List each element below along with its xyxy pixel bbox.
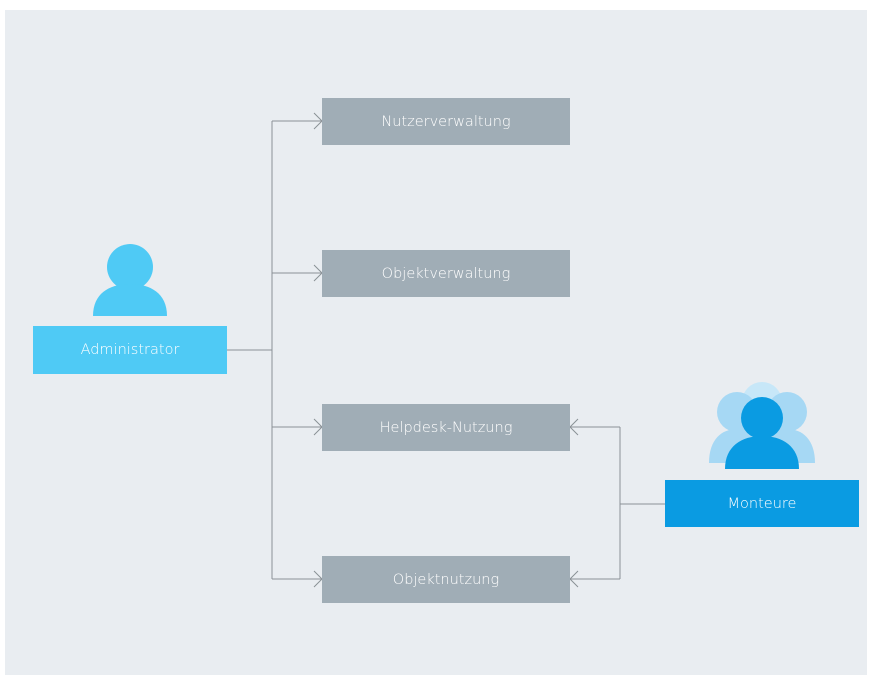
arrowhead-helpdesk-monteure <box>569 418 579 436</box>
actor-administrator: Administrator <box>33 326 227 374</box>
feature-label: Objektnutzung <box>392 571 500 588</box>
feature-label: Helpdesk-Nutzung <box>379 419 513 436</box>
admin-user-icon <box>93 244 167 316</box>
feature-objektnutzung: Objektnutzung <box>322 556 570 603</box>
actor-label: Monteure <box>727 495 797 512</box>
feature-helpdesk-nutzung: Helpdesk-Nutzung <box>322 404 570 451</box>
arrowhead-objektnutzung-monteure <box>569 570 579 588</box>
actor-label: Administrator <box>80 342 180 358</box>
feature-label: Nutzerverwaltung <box>381 113 511 130</box>
feature-nutzerverwaltung: Nutzerverwaltung <box>322 98 570 145</box>
actor-monteure: Monteure <box>665 480 859 527</box>
user-group-icon <box>709 382 815 469</box>
feature-label: Objektverwaltung <box>381 265 511 282</box>
feature-objektverwaltung: Objektverwaltung <box>322 250 570 297</box>
